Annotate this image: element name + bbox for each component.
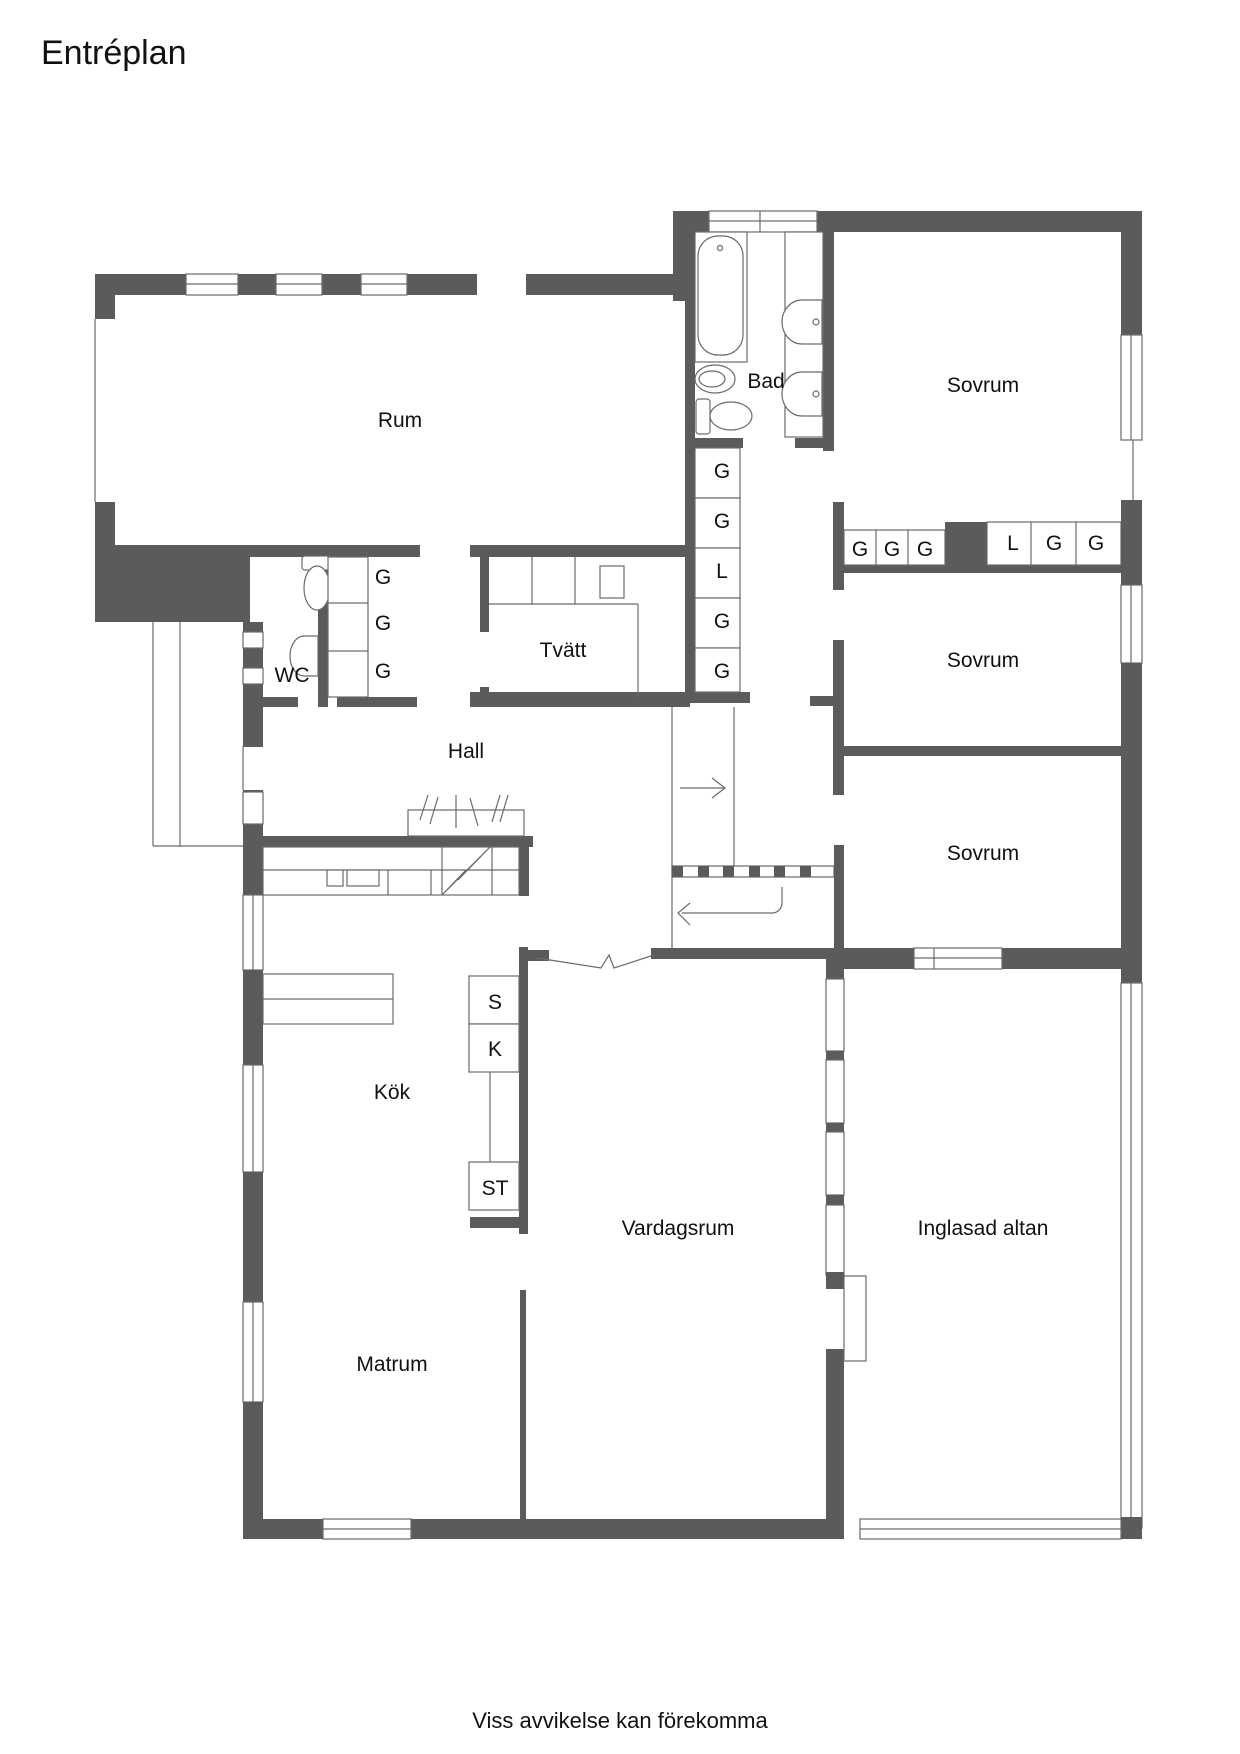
hall-furniture	[407, 794, 525, 837]
room-label-rum: Rum	[377, 409, 423, 432]
tvatt-fixtures	[489, 557, 639, 697]
appliance-label: ST	[481, 1177, 509, 1200]
walls-corridor	[810, 502, 1124, 795]
cabinet-label: G	[916, 538, 934, 561]
walls-tvatt	[470, 557, 690, 707]
cabinet-label: G	[851, 538, 869, 561]
walls-altan-partition	[825, 959, 867, 1539]
walls-left-exterior	[242, 894, 264, 1539]
room-label-sovrum-1: Sovrum	[946, 374, 1020, 397]
room-label-wc: WC	[274, 664, 310, 687]
cabinet-label: G	[374, 612, 392, 635]
cabinet-label: G	[374, 566, 392, 589]
bath-fixtures	[694, 231, 824, 438]
cabinet-label: G	[1087, 532, 1105, 555]
room-label-kok: Kök	[373, 1081, 411, 1104]
kitchen-island	[262, 973, 394, 1025]
room-label-bad: Bad	[747, 370, 785, 393]
walls-kitchen-partition	[470, 947, 655, 1530]
room-label-sovrum-2: Sovrum	[946, 649, 1020, 672]
walls-bottom	[243, 1518, 1122, 1540]
cabinet-label: G	[713, 610, 731, 633]
cabinet-label: G	[713, 660, 731, 683]
cabinet-label: G	[713, 510, 731, 533]
walls-wc	[242, 557, 417, 747]
windows-top-right	[708, 210, 1143, 500]
room-label-inglasad-altan: Inglasad altan	[917, 1217, 1049, 1240]
walls-right	[1120, 500, 1143, 1539]
room-label-hall: Hall	[447, 740, 485, 763]
kitchen-appliances	[468, 975, 520, 1211]
room-label-tvatt: Tvätt	[539, 639, 587, 662]
room-label-vardagsrum: Vardagsrum	[621, 1217, 735, 1240]
appliance-label: K	[487, 1038, 503, 1061]
disclaimer-footer: Viss avvikelse kan förekomma	[472, 1708, 768, 1733]
corridor-cabinets	[843, 521, 1122, 566]
kitchen-counter	[262, 846, 520, 896]
room-label-matrum: Matrum	[356, 1353, 428, 1376]
cabinet-label: G	[713, 460, 731, 483]
staircase	[671, 707, 835, 948]
appliance-label: S	[487, 991, 503, 1014]
cabinet-label: G	[374, 660, 392, 683]
wc-fixtures	[289, 555, 369, 698]
cabinet-label: G	[883, 538, 901, 561]
windows-rum	[185, 272, 526, 296]
cabinet-label: L	[1007, 532, 1019, 555]
room-label-sovrum-3: Sovrum	[946, 842, 1020, 865]
cabinet-label: L	[716, 560, 728, 583]
cabinet-label: G	[1045, 532, 1063, 555]
hall-closet-cells	[694, 447, 741, 693]
floor-plan-title: Entréplan	[41, 34, 187, 72]
